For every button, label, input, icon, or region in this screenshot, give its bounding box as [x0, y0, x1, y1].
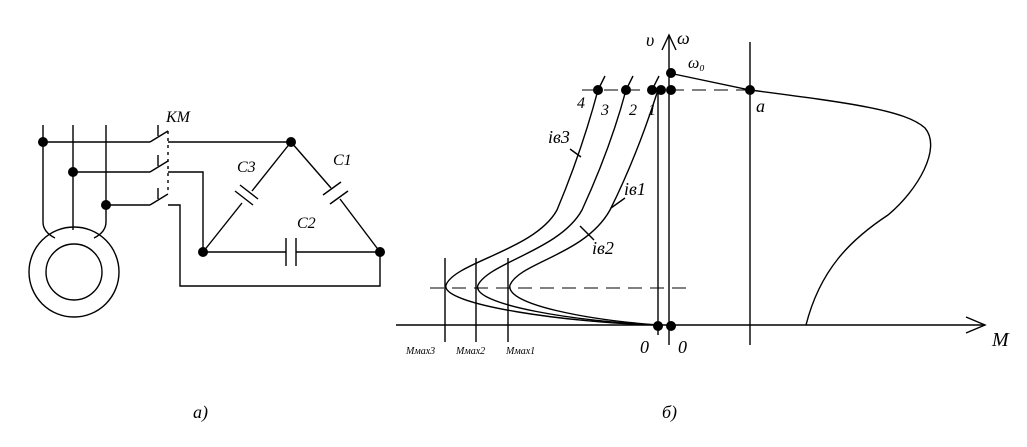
caption-a: а): [193, 402, 208, 423]
axis-y-label-omega: ω: [677, 28, 690, 48]
motor-lead-3: [93, 205, 107, 239]
wiring-diagram: KM C3 C1 C2 а): [28, 109, 385, 423]
curve-1: [509, 89, 659, 326]
motor-rotor: [45, 243, 103, 301]
capacitor-c2: [203, 238, 380, 266]
omega0-label: ω₀: [688, 55, 705, 72]
curve-3-point: [621, 85, 631, 95]
c2-label: C2: [297, 215, 316, 232]
curve-label-ib3: iв3: [548, 127, 570, 147]
m-axis-label: M: [991, 329, 1010, 351]
mmax1-label: Mмах1: [505, 346, 535, 357]
contactor-km: [149, 125, 169, 206]
curve-label-ib1: iв1: [624, 179, 646, 199]
junction-dot: [286, 137, 296, 147]
curve-number-1: 1: [648, 102, 656, 119]
km-out-2: [168, 171, 204, 252]
omega0-point: [666, 68, 676, 78]
curve-4-point: [593, 85, 603, 95]
curve-2: [477, 89, 659, 326]
mmax3-label: Mмах3: [405, 346, 435, 357]
zero-label-1: 0: [640, 337, 649, 357]
km-out-3: [168, 204, 381, 287]
km-label: KM: [165, 109, 192, 126]
omega-axis-arrow: [661, 33, 677, 51]
curve-number-4: 4: [577, 95, 585, 112]
characteristics-diagram: υ ω ω₀ a M 4 3 2 1 iв3 iв1 iв2 Mмах3 Mма…: [396, 28, 1010, 423]
axis-y-label-v: υ: [646, 30, 654, 50]
curve-1-point: [656, 85, 666, 95]
curve-number-2: 2: [629, 102, 637, 119]
mmax2-label: Mмах2: [455, 346, 485, 357]
leader-ib2: [579, 225, 595, 241]
leader-ib3: [569, 148, 582, 158]
motor-lead-1: [42, 142, 56, 239]
junction-dot: [38, 137, 48, 147]
curve-2-point: [647, 85, 657, 95]
curve-3: [445, 89, 659, 326]
junction-dot: [375, 247, 385, 257]
m-axis-arrow: [965, 316, 987, 334]
capacitor-c3: [202, 141, 292, 253]
point-a-label: a: [756, 96, 765, 116]
curve-number-3: 3: [600, 102, 609, 119]
leader-ib1: [610, 197, 626, 209]
capacitor-c1: [290, 141, 381, 253]
curve-label-ib2: iв2: [592, 238, 614, 258]
c1-label: C1: [333, 152, 352, 169]
junction-dot: [198, 247, 208, 257]
origin-point-2: [666, 321, 676, 331]
zero-label-2: 0: [678, 337, 687, 357]
origin-point-1: [653, 321, 663, 331]
point-a: [745, 85, 755, 95]
junction-dot: [68, 167, 78, 177]
c3-label: C3: [237, 159, 256, 176]
caption-b: б): [662, 402, 677, 423]
axis-sync-point: [666, 85, 676, 95]
motor-characteristic: [668, 72, 932, 326]
motor-stator: [28, 226, 120, 318]
junction-dot: [101, 200, 111, 210]
